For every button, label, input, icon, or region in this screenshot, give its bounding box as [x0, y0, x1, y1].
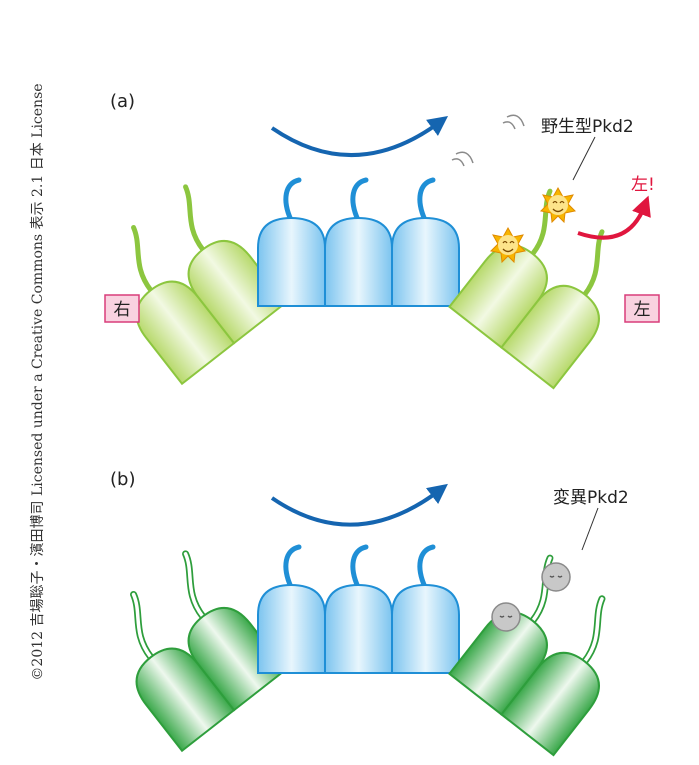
cell	[187, 240, 288, 345]
cilium	[417, 544, 436, 590]
credit-text: ©2012 吉場聡子・濱田博司 Licensed under a Creativ…	[30, 83, 46, 681]
panel-b-label: (b)	[110, 469, 135, 490]
cilium	[183, 184, 206, 253]
cell	[500, 651, 600, 757]
flow-arrow-a	[270, 116, 449, 157]
cell	[257, 583, 326, 674]
panel-a: (a)	[104, 91, 660, 390]
vibration-icon	[451, 114, 525, 167]
cilium	[283, 544, 302, 590]
cell	[324, 583, 393, 674]
active-signal-icon	[489, 226, 527, 264]
cilium	[283, 177, 302, 223]
panel-a-label: (a)	[110, 91, 135, 112]
side-tag-left: 左	[624, 294, 660, 323]
side-tag-right-text: 右	[114, 300, 131, 320]
cilium	[350, 177, 369, 223]
cilium	[582, 229, 605, 297]
cell	[391, 216, 460, 307]
cell	[391, 583, 460, 674]
left-signal-arrow	[577, 195, 651, 240]
active-signal-icon	[539, 186, 577, 224]
cell	[187, 607, 288, 712]
mutant-label: 変異Pkd2	[553, 488, 629, 508]
cell	[257, 216, 326, 307]
right-cell-group-a	[448, 188, 605, 390]
left-cell-group-a	[131, 184, 288, 386]
center-cell-group-b	[257, 544, 460, 674]
side-tag-right: 右	[104, 294, 140, 323]
leader-line-b	[581, 507, 599, 551]
inactive-signal-icon	[541, 562, 571, 592]
wildtype-label: 野生型Pkd2	[541, 117, 634, 137]
cilium	[417, 177, 436, 223]
panel-b: (b)	[110, 469, 629, 757]
cell	[324, 216, 393, 307]
left-cell-group-b	[130, 550, 288, 753]
left-signal-label: 左!	[631, 175, 655, 195]
right-cell-group-b	[448, 554, 606, 757]
cilium	[581, 595, 606, 665]
center-cell-group-a	[257, 177, 460, 307]
cilium	[130, 590, 155, 661]
cilium	[131, 224, 154, 293]
flow-arrow-b	[270, 483, 448, 527]
side-tag-left-text: 左	[634, 300, 651, 320]
leader-line-a	[572, 136, 596, 181]
cell	[500, 284, 600, 390]
inactive-signal-icon	[491, 602, 521, 632]
cilium	[350, 544, 369, 590]
cilium	[182, 550, 207, 621]
